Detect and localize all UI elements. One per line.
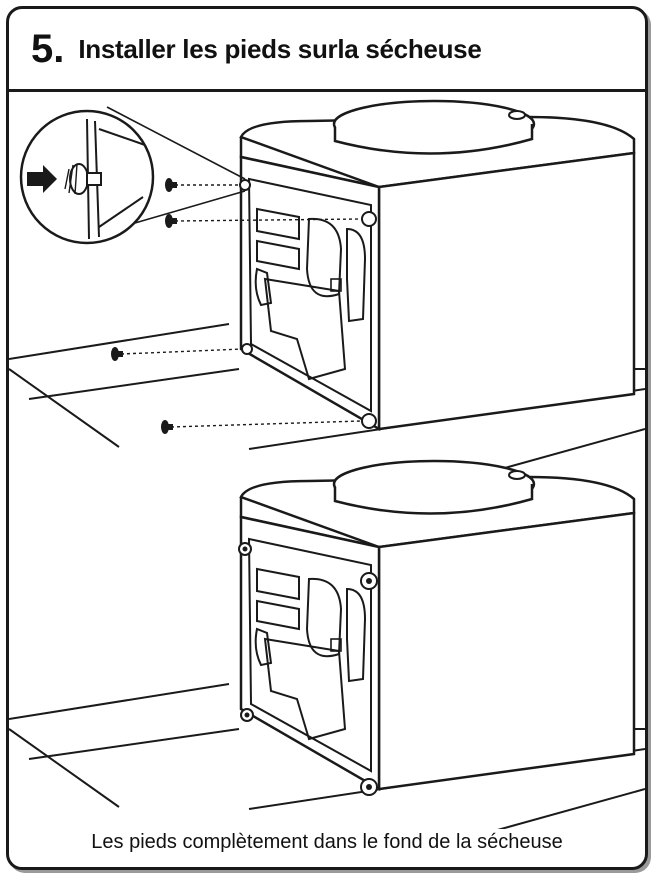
step-header: 5. Installer les pieds surla sécheuse xyxy=(9,9,645,92)
step-number: 5. xyxy=(31,27,64,72)
illustration-area xyxy=(9,92,645,829)
feet-installed-diagram xyxy=(9,461,645,829)
step-title: Installer les pieds surla sécheuse xyxy=(78,34,481,65)
feet-insertion-diagram xyxy=(9,101,645,489)
caption: Les pieds complètement dans le fond de l… xyxy=(9,831,645,854)
instruction-card: 5. Installer les pieds surla sécheuse xyxy=(6,6,648,870)
